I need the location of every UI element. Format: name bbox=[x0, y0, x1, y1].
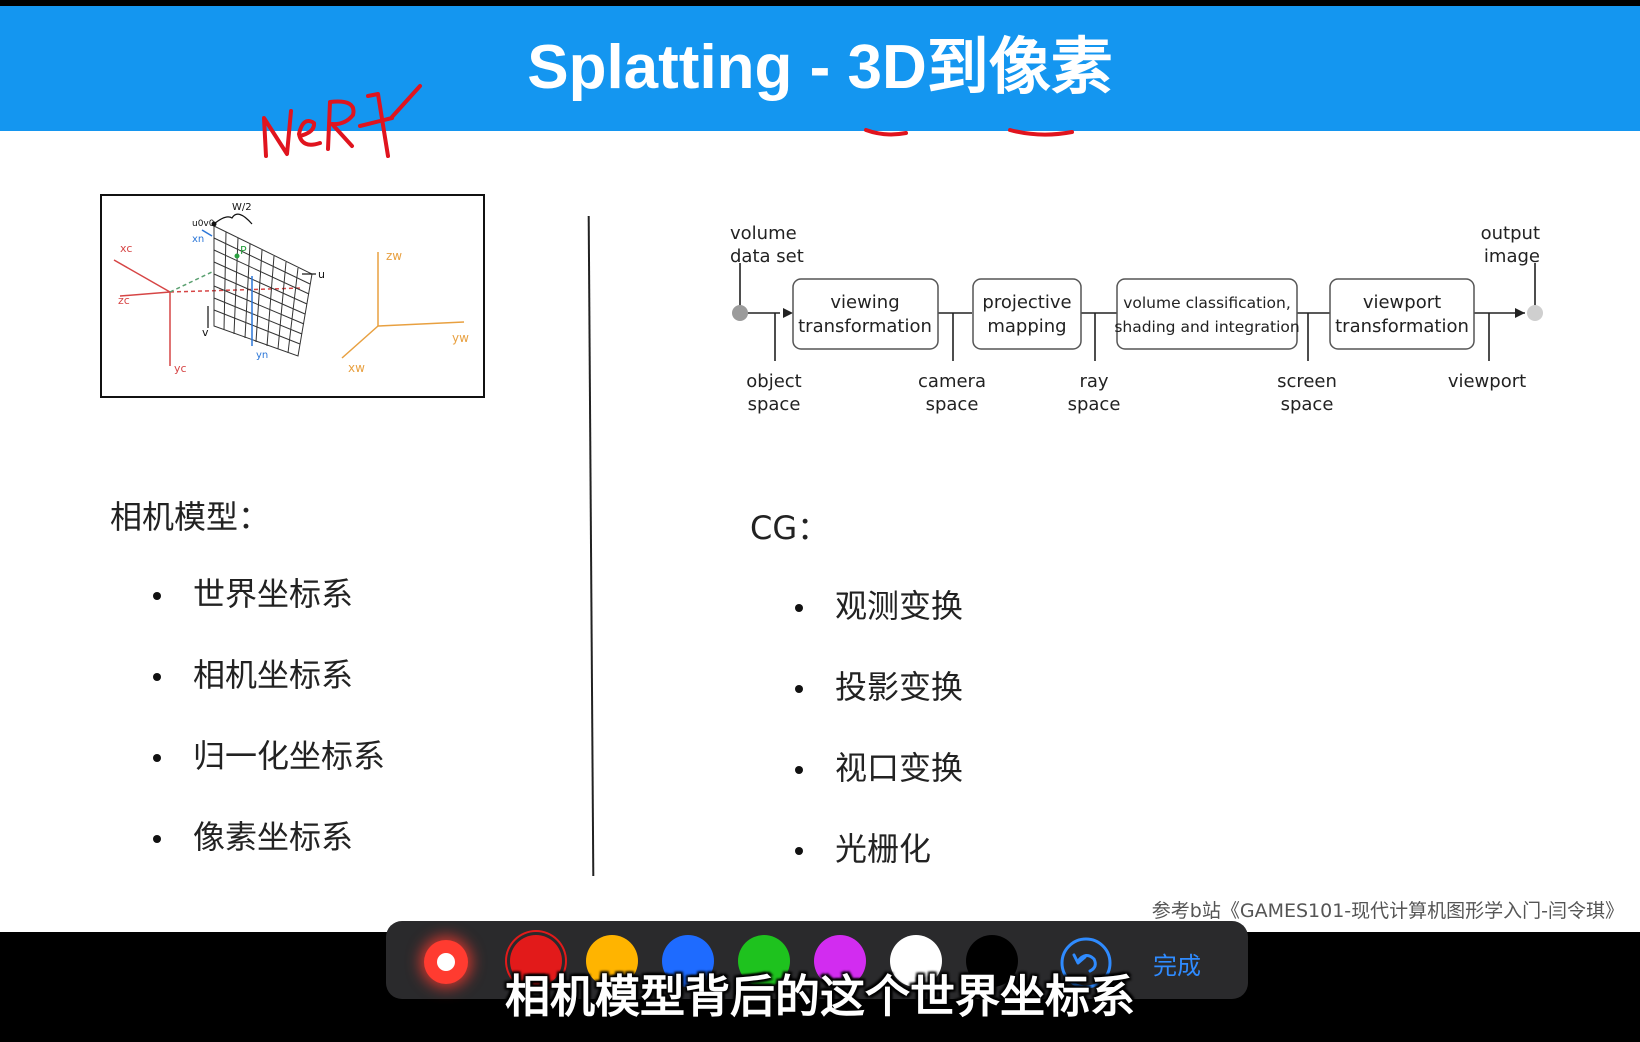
pipeline-end-node bbox=[1527, 305, 1543, 321]
bullet-icon bbox=[795, 685, 803, 693]
end-label: output bbox=[1481, 223, 1540, 244]
label-zw: zw bbox=[386, 249, 402, 263]
pipeline-box-viewing bbox=[792, 278, 939, 350]
label-yw: yw bbox=[452, 331, 469, 345]
box-label: projective bbox=[982, 292, 1071, 313]
label-yn: yn bbox=[256, 350, 268, 361]
list-item: 观测变换 bbox=[795, 586, 963, 667]
title-band: Splatting - 3D到像素 bbox=[0, 6, 1640, 131]
box-label: volume classification, bbox=[1123, 294, 1291, 312]
slide-title: Splatting - 3D到像素 bbox=[527, 33, 1113, 102]
point-p bbox=[234, 253, 240, 259]
space-label: space bbox=[748, 394, 801, 415]
handwritten-annotation bbox=[262, 84, 1074, 158]
camera-model-heading: 相机模型： bbox=[110, 498, 271, 536]
label-xw: xw bbox=[348, 361, 365, 375]
volume-rendering-pipeline: viewing transformation projective mappin… bbox=[730, 223, 1543, 415]
space-label: ray bbox=[1079, 371, 1108, 392]
camera-model-figure: xc zc yc xn yn u v u0v0 W/2 P zw yw xw bbox=[100, 194, 485, 398]
bullet-icon bbox=[795, 847, 803, 855]
list-item: 归一化坐标系 bbox=[153, 736, 385, 817]
bullet-icon bbox=[153, 754, 161, 762]
axis-zc bbox=[119, 291, 171, 297]
pipeline-start-node bbox=[732, 305, 748, 321]
bullet-icon bbox=[795, 766, 803, 774]
color-swatch-blue[interactable] bbox=[662, 935, 714, 987]
axis-yw bbox=[377, 321, 465, 327]
top-black-strip bbox=[0, 0, 1640, 6]
color-swatch-black[interactable] bbox=[966, 935, 1018, 987]
axis-xc bbox=[113, 259, 171, 293]
box-label: viewing bbox=[830, 292, 899, 313]
box-label: mapping bbox=[987, 316, 1066, 337]
annotation-letter-n bbox=[262, 109, 293, 158]
axis-xn bbox=[201, 229, 213, 237]
cg-list: 观测变换 投影变换 视口变换 光栅化 bbox=[795, 586, 963, 910]
bullet-icon bbox=[153, 592, 161, 600]
label-yc: yc bbox=[174, 362, 187, 375]
pipeline-box-viewport bbox=[1329, 278, 1475, 350]
list-item: 投影变换 bbox=[795, 667, 963, 748]
label-xn: xn bbox=[192, 234, 204, 245]
cg-heading: CG： bbox=[750, 509, 830, 547]
space-label: space bbox=[1068, 394, 1121, 415]
label-p: P bbox=[240, 244, 247, 257]
label-zc: zc bbox=[118, 294, 130, 307]
done-button[interactable]: 完成 bbox=[1153, 952, 1201, 980]
space-label: space bbox=[926, 394, 979, 415]
pipeline-box-projective bbox=[972, 278, 1082, 350]
bullet-icon bbox=[153, 835, 161, 843]
color-swatch-green[interactable] bbox=[738, 935, 790, 987]
space-label: space bbox=[1281, 394, 1334, 415]
space-label: camera bbox=[918, 371, 986, 392]
list-item: 视口变换 bbox=[795, 748, 963, 829]
column-divider bbox=[587, 216, 595, 876]
bullet-icon bbox=[795, 604, 803, 612]
color-swatch-white[interactable] bbox=[890, 935, 942, 987]
space-label: screen bbox=[1277, 371, 1337, 392]
color-swatch-purple[interactable] bbox=[814, 935, 866, 987]
slide: Splatting - 3D到像素 bbox=[0, 6, 1640, 932]
record-icon[interactable] bbox=[424, 940, 468, 984]
list-item: 像素坐标系 bbox=[153, 817, 385, 898]
annotation-letter-r bbox=[326, 99, 356, 151]
box-label: viewport bbox=[1363, 292, 1441, 313]
end-label: image bbox=[1484, 246, 1540, 267]
annotation-letter-f bbox=[358, 84, 422, 158]
image-plane-grid bbox=[213, 225, 313, 357]
space-label: viewport bbox=[1448, 371, 1526, 392]
undo-icon[interactable] bbox=[1058, 935, 1114, 991]
camera-model-list: 世界坐标系 相机坐标系 归一化坐标系 像素坐标系 bbox=[153, 574, 385, 898]
list-item: 世界坐标系 bbox=[153, 574, 385, 655]
video-subtitle: 相机模型背后的这个世界坐标系 bbox=[504, 970, 1135, 1023]
bullet-icon bbox=[153, 673, 161, 681]
axis-xw bbox=[341, 325, 379, 359]
reference-note: 参考b站《GAMES101-现代计算机图形学入门-闫令琪》 bbox=[1151, 900, 1624, 922]
start-label: volume bbox=[730, 223, 797, 244]
annotation-letter-e bbox=[297, 119, 322, 147]
label-wh2: W/2 bbox=[232, 202, 252, 213]
label-u0v0: u0v0 bbox=[192, 219, 215, 229]
label-xc: xc bbox=[120, 242, 132, 255]
pipeline-box-classification bbox=[1116, 278, 1298, 350]
underline-pixel bbox=[1008, 128, 1074, 137]
start-label: data set bbox=[730, 246, 804, 267]
color-swatch-yellow[interactable] bbox=[586, 935, 638, 987]
label-v: v bbox=[202, 326, 209, 339]
box-label: shading and integration bbox=[1114, 318, 1299, 336]
record-dot bbox=[437, 953, 455, 971]
list-item: 光栅化 bbox=[795, 829, 963, 910]
box-label: transformation bbox=[798, 316, 932, 337]
space-label: object bbox=[746, 371, 801, 392]
list-item: 相机坐标系 bbox=[153, 655, 385, 736]
color-swatch-red[interactable] bbox=[510, 935, 562, 987]
box-label: transformation bbox=[1335, 316, 1469, 337]
label-u: u bbox=[318, 268, 325, 281]
underline-3d bbox=[864, 128, 908, 137]
